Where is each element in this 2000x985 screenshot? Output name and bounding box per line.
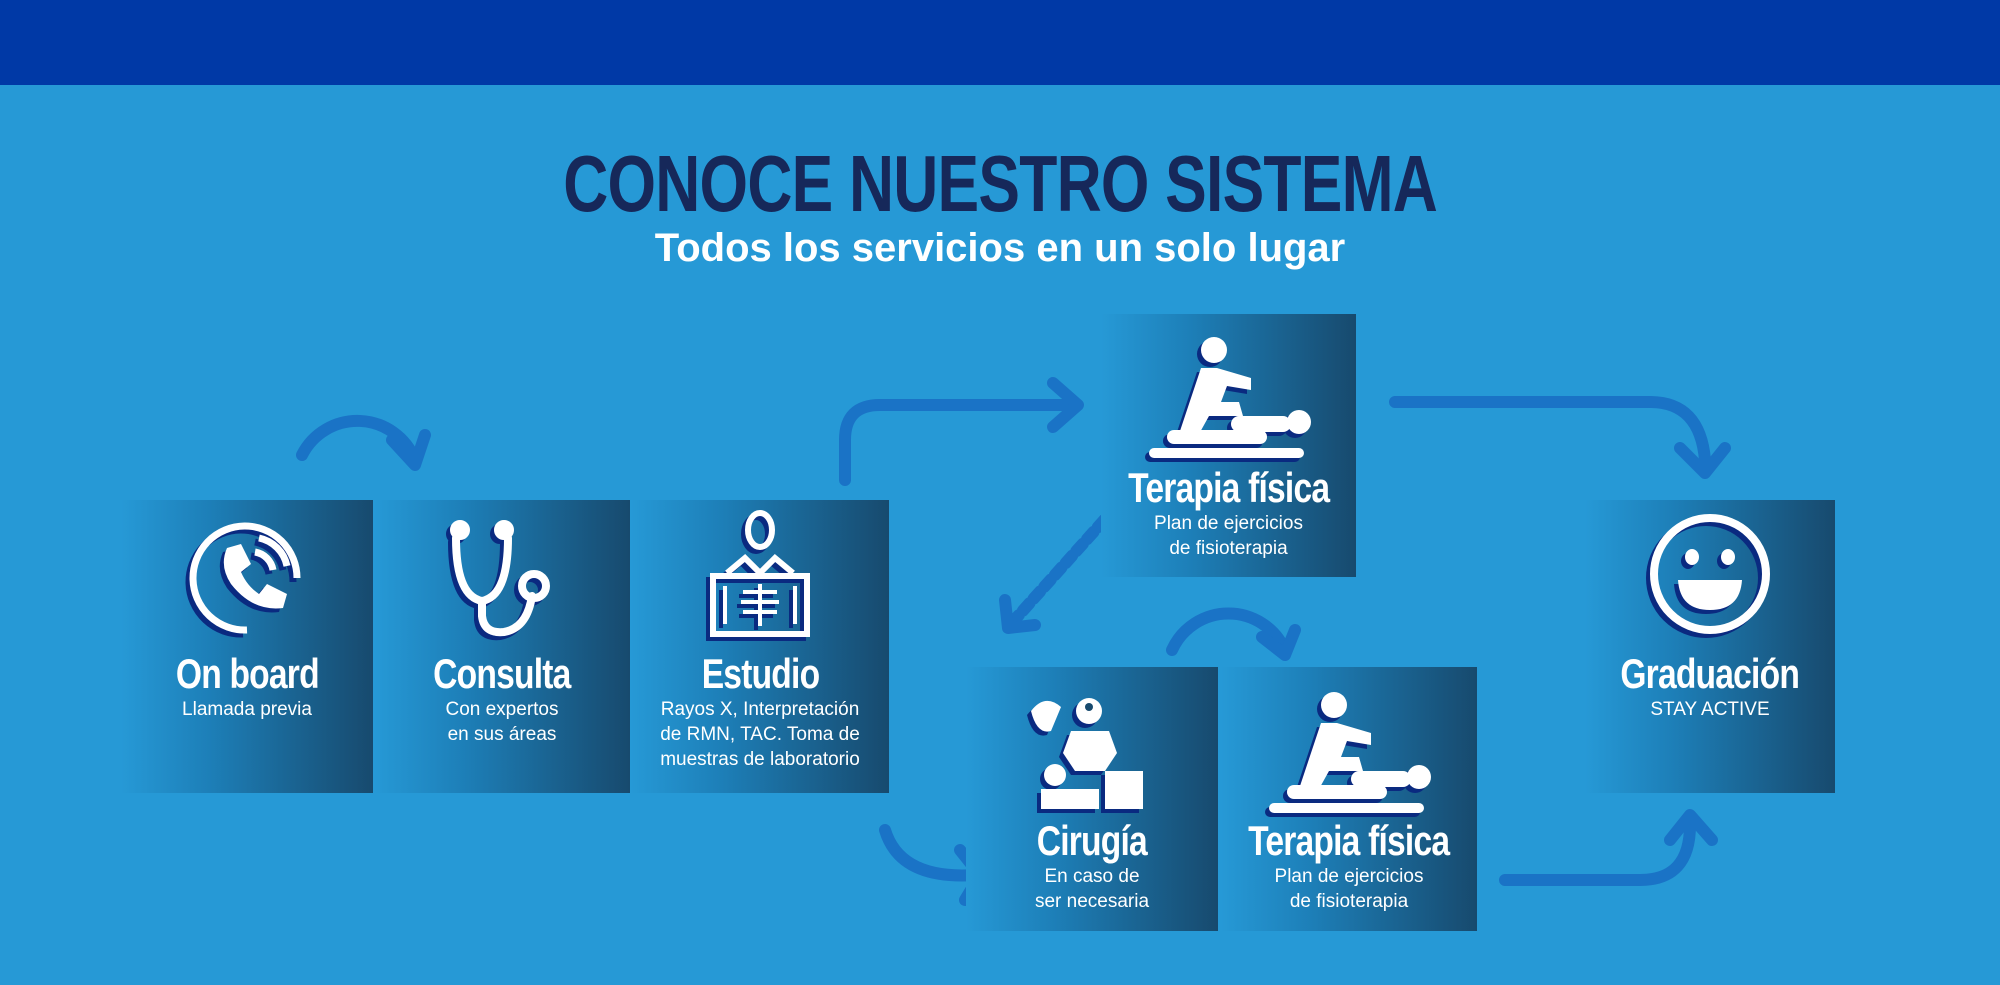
smiley-icon (1650, 514, 1770, 634)
step-card-onboard: On board Llamada previa (121, 500, 373, 793)
step-title: Graduación (1620, 650, 1801, 697)
surgery-icon (1031, 698, 1143, 809)
step-title: Terapia física (1127, 464, 1330, 511)
step-description: Rayos X, Interpretación de RMN, TAC. Tom… (660, 699, 860, 770)
physiotherapy-icon (1148, 337, 1311, 458)
arrow-terapia-graduacion-2 (1499, 809, 1718, 886)
step-description: Llamada previa (182, 699, 312, 720)
page-title: CONOCE NUESTRO SISTEMA (563, 139, 1438, 228)
step-title: Estudio (701, 650, 819, 697)
step-card-cirugia: Cirugía En caso de ser necesaria (966, 667, 1218, 931)
arrow-terapia-cirugia (1004, 502, 1121, 631)
step-card-terapia-fisica-2: Terapia física Plan de ejercicios de fis… (1221, 667, 1477, 931)
arrow-head-cirugia (999, 594, 1041, 634)
step-title: Terapia física (1248, 817, 1450, 864)
phone-icon (189, 522, 301, 634)
step-description: STAY ACTIVE (1650, 699, 1770, 720)
page-subtitle: Todos los servicios en un solo lugar (654, 226, 1346, 270)
step-title: On board (175, 650, 320, 697)
step-description: En caso de ser necesaria (1034, 866, 1150, 912)
top-bar (0, 0, 2000, 85)
arrow-cirugia-terapia (1166, 607, 1301, 661)
step-card-terapia-fisica: Terapia física Plan de ejercicios de fis… (1101, 314, 1356, 577)
step-card-graduacion: Graduación STAY ACTIVE (1585, 500, 1835, 793)
step-card-estudio: Estudio Rayos X, Interpretación de RMN, … (631, 500, 889, 793)
arrow-estudio-terapia (839, 377, 1084, 486)
step-title: Consulta (433, 650, 571, 697)
xray-icon (710, 510, 810, 637)
arrow-onboard-consulta (296, 414, 431, 471)
step-description: Plan de ejercicios de fisioterapia (1154, 513, 1303, 559)
arrow-terapia-graduacion (1389, 396, 1731, 479)
step-description: Plan de ejercicios de fisioterapia (1274, 866, 1424, 912)
physiotherapy-icon (1269, 692, 1431, 813)
stethoscope-icon (450, 520, 550, 637)
step-title: Cirugía (1036, 817, 1148, 864)
step-card-consulta: Consulta Con expertos en sus áreas (374, 500, 630, 793)
step-description: Con expertos en sus áreas (445, 699, 559, 745)
